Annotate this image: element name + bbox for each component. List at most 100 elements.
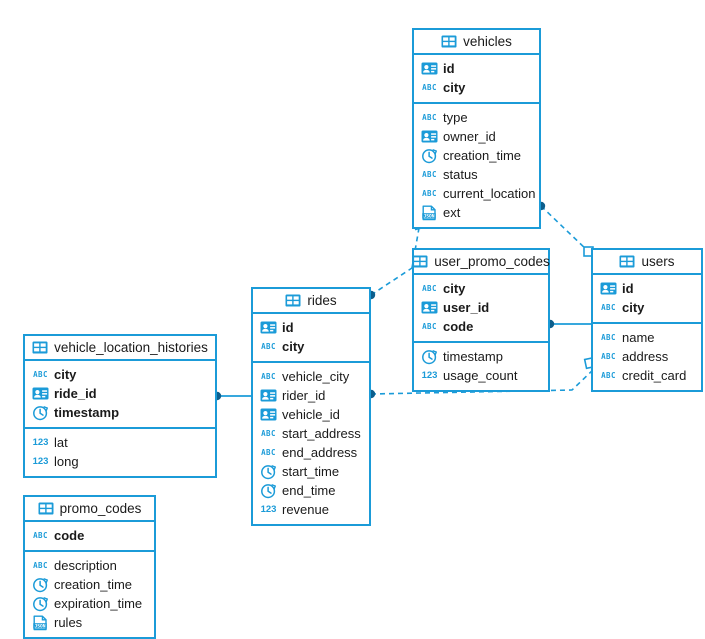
clock-icon — [421, 148, 438, 164]
abc-string-icon: ABC — [601, 371, 616, 381]
abc-string-icon: ABC — [33, 561, 48, 571]
er-column-vehicles-ext[interactable]: JSON ext — [414, 203, 539, 222]
id-card-icon — [260, 320, 277, 335]
er-column-promo_codes-creation_time[interactable]: creation_time — [25, 575, 154, 594]
er-column-user_promo_codes-timestamp[interactable]: timestamp — [414, 347, 548, 366]
er-column-label: lat — [54, 435, 68, 450]
table-grid-icon — [285, 293, 301, 308]
er-column-vehicle_location_histories-ride_id[interactable]: ride_id — [25, 384, 215, 403]
er-column-label: rider_id — [282, 388, 326, 403]
er-table-header-promo_codes[interactable]: promo_codes — [25, 497, 154, 522]
er-table-title-vehicle_location_histories: vehicle_location_histories — [54, 339, 208, 355]
er-column-vehicle_location_histories-timestamp[interactable]: timestamp — [25, 403, 215, 422]
er-column-label: start_address — [282, 426, 361, 441]
er-table-title-user_promo_codes: user_promo_codes — [434, 253, 550, 269]
er-column-label: ride_id — [54, 386, 97, 401]
er-table-header-rides[interactable]: rides — [253, 289, 369, 314]
er-column-label: revenue — [282, 502, 329, 517]
table-grid-icon — [619, 254, 635, 269]
er-column-label: ext — [443, 205, 461, 220]
id-card-icon — [32, 386, 49, 401]
abc-string-icon: ABC — [601, 352, 616, 362]
er-column-vehicles-id[interactable]: id — [414, 59, 539, 78]
er-column-vehicles-creation_time[interactable]: creation_time — [414, 146, 539, 165]
clock-icon — [32, 405, 49, 421]
id-card-icon — [421, 61, 438, 76]
er-column-label: creation_time — [443, 148, 522, 163]
er-column-user_promo_codes-user_id[interactable]: user_id — [414, 298, 548, 317]
123-number-icon: 123 — [260, 503, 277, 515]
er-column-vehicles-owner_id[interactable]: owner_id — [414, 127, 539, 146]
abc-string-icon: ABC — [261, 372, 276, 382]
er-table-header-users[interactable]: users — [593, 250, 701, 275]
er-table-header-vehicles[interactable]: vehicles — [414, 30, 539, 55]
er-column-rides-rider_id[interactable]: rider_id — [253, 386, 369, 405]
er-column-rides-id[interactable]: id — [253, 318, 369, 337]
abc-string-icon: ABC — [601, 333, 616, 343]
er-column-rides-start_time[interactable]: start_time — [253, 462, 369, 481]
er-column-section-promo_codes: ABC description creation_time expiration_ti… — [25, 550, 154, 637]
abc-string-icon: ABC — [33, 531, 48, 541]
er-column-rides-end_time[interactable]: end_time — [253, 481, 369, 500]
er-column-label: vehicle_city — [282, 369, 350, 384]
er-column-users-id[interactable]: id — [593, 279, 701, 298]
123-number-icon: 123 — [32, 455, 49, 467]
edge-rides-user_promo_codes — [370, 267, 413, 296]
edge-vehicles-users — [540, 205, 590, 253]
er-column-rides-vehicle_city[interactable]: ABC vehicle_city — [253, 367, 369, 386]
table-grid-icon — [412, 254, 428, 269]
er-column-label: description — [54, 558, 117, 573]
er-table-header-vehicle_location_histories[interactable]: vehicle_location_histories — [25, 336, 215, 361]
er-column-label: start_time — [282, 464, 340, 479]
abc-string-icon: ABC — [422, 170, 437, 180]
er-column-promo_codes-expiration_time[interactable]: expiration_time — [25, 594, 154, 613]
er-column-label: expiration_time — [54, 596, 143, 611]
json-document-icon: JSON — [32, 615, 49, 631]
er-column-label: creation_time — [54, 577, 133, 592]
table-grid-icon — [38, 501, 54, 516]
json-document-icon: JSON — [421, 205, 438, 221]
abc-string-icon: ABC — [261, 342, 276, 352]
er-column-label: city — [282, 339, 305, 354]
er-column-rides-vehicle_id[interactable]: vehicle_id — [253, 405, 369, 424]
clock-icon — [260, 483, 277, 499]
er-column-vehicles-status[interactable]: ABC status — [414, 165, 539, 184]
er-table-title-promo_codes: promo_codes — [59, 500, 142, 516]
er-table-header-user_promo_codes[interactable]: user_promo_codes — [412, 250, 550, 275]
id-card-icon — [600, 281, 617, 296]
er-column-label: status — [443, 167, 478, 182]
er-column-rides-revenue[interactable]: 123 revenue — [253, 500, 369, 519]
er-column-label: id — [282, 320, 294, 335]
er-column-label: code — [443, 319, 474, 334]
er-table-title-users: users — [641, 253, 675, 269]
er-column-promo_codes-description[interactable]: ABC description — [25, 556, 154, 575]
svg-text:JSON: JSON — [34, 623, 45, 629]
er-column-rides-city[interactable]: ABC city — [253, 337, 369, 356]
